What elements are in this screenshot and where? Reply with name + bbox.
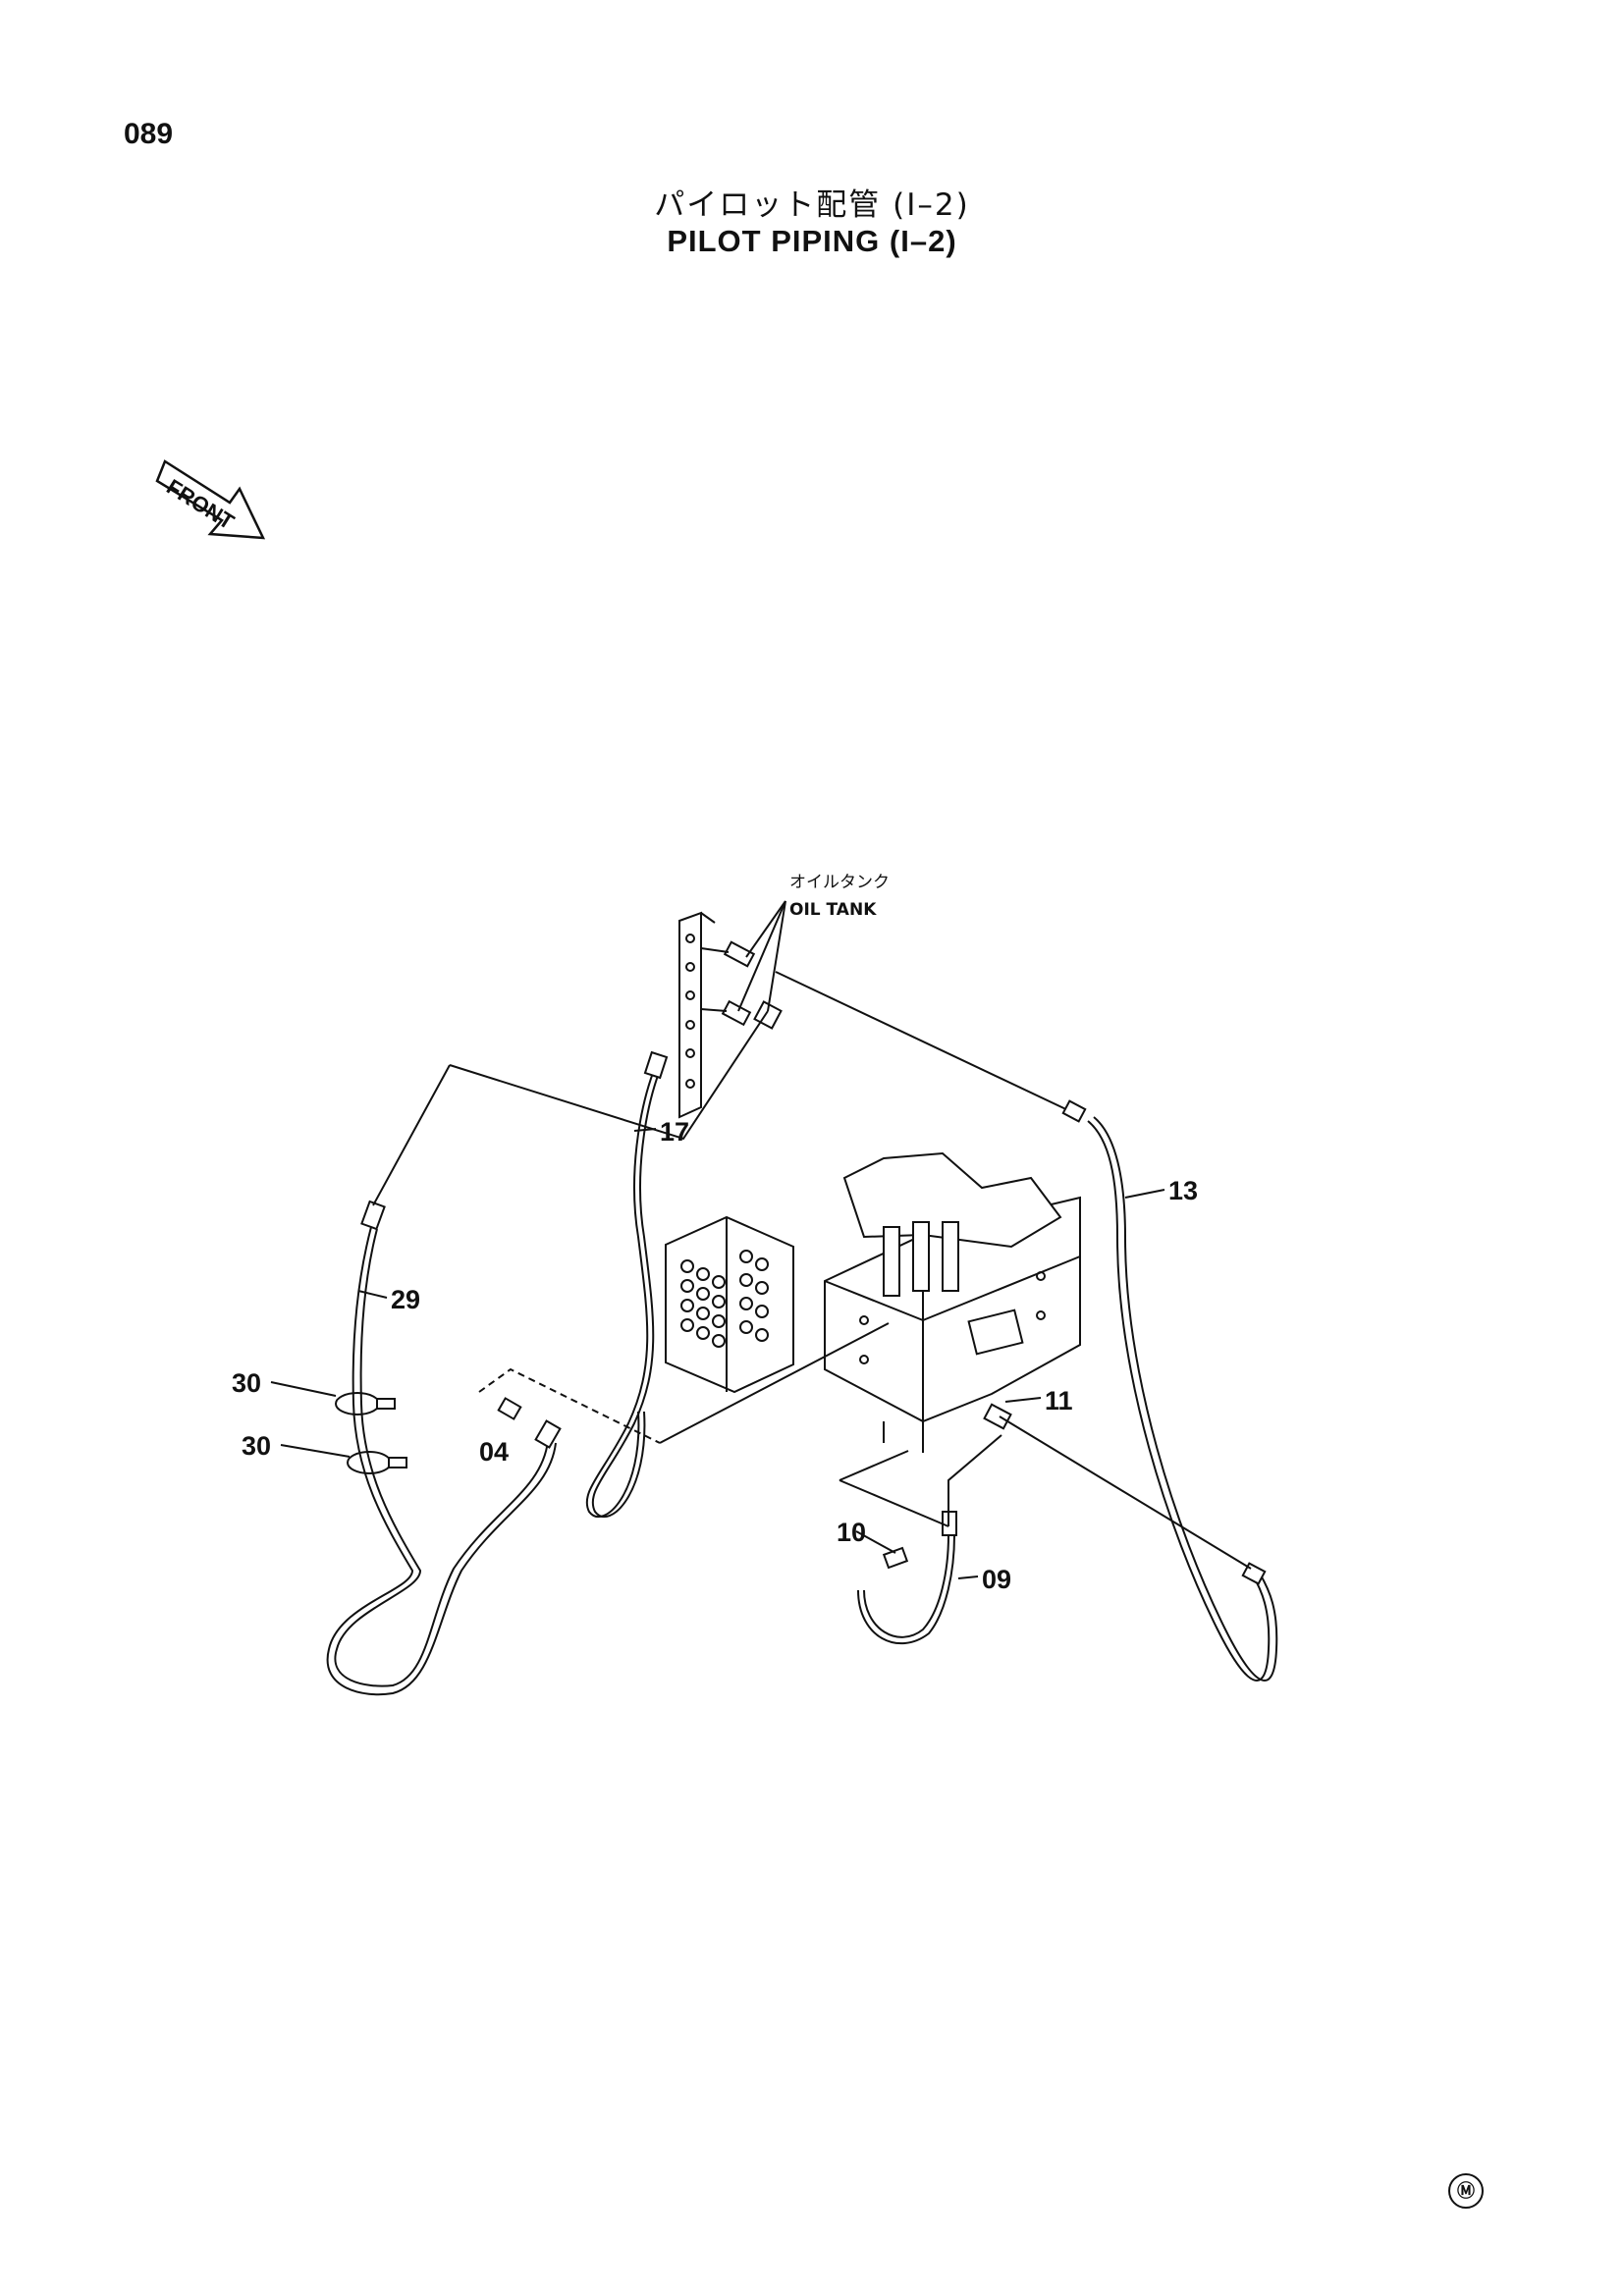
callout-17: 17	[660, 1117, 689, 1147]
hose-13	[1061, 1099, 1278, 1682]
page-title-en: PILOT PIPING (I–2)	[667, 224, 957, 258]
oil-tank-label-en: OIL TANK	[789, 900, 877, 920]
callout-30-upper: 30	[232, 1368, 261, 1398]
callout-29: 29	[391, 1285, 420, 1314]
hose-09	[857, 1511, 957, 1644]
valve-block-left	[665, 1215, 794, 1394]
page-title-jp: パイロット配管 (I–2)	[654, 187, 970, 223]
callout-11: 11	[1045, 1386, 1073, 1415]
front-arrow-icon: FRONT	[155, 459, 266, 540]
control-valve	[824, 1151, 1081, 1453]
oil-tank-label-jp: オイルタンク	[789, 873, 890, 892]
callout-09: 09	[982, 1565, 1011, 1594]
hose-29	[326, 1200, 562, 1696]
clamp-30-upper	[335, 1392, 396, 1415]
footer-m-mark: Ⓜ	[1448, 2173, 1484, 2209]
page-number: 089	[124, 118, 174, 150]
footer-m-mark-text: Ⓜ	[1457, 2181, 1475, 2201]
callout-13: 13	[1168, 1176, 1198, 1205]
callout-10: 10	[837, 1518, 866, 1547]
callout-04: 04	[479, 1437, 509, 1467]
clamp-30-lower	[347, 1451, 407, 1474]
callout-30-lower: 30	[242, 1431, 271, 1461]
hose-17	[585, 1050, 669, 1519]
